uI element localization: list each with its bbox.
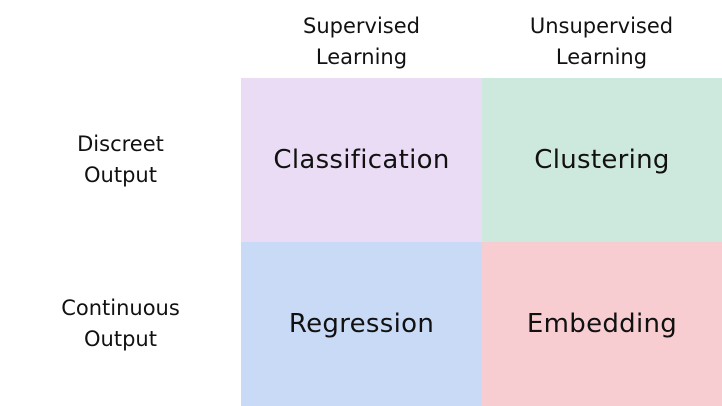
cell-regression-label: Regression	[288, 309, 435, 339]
column-header-supervised: Supervised Learning	[303, 14, 420, 69]
row-header-discrete-output: Discreet Output	[77, 132, 164, 187]
cell-classification: Classification	[241, 78, 482, 242]
cell-clustering: Clustering	[482, 78, 722, 242]
cell-regression: Regression	[241, 242, 482, 406]
row-header-continuous-output: Continuous Output	[61, 296, 180, 351]
column-header-unsupervised: Unsupervised Learning	[529, 14, 674, 69]
cell-classification-label: Classification	[273, 145, 450, 175]
cell-embedding: Embedding	[482, 242, 722, 406]
cell-embedding-label: Embedding	[526, 309, 678, 339]
cell-clustering-label: Clustering	[534, 145, 670, 175]
